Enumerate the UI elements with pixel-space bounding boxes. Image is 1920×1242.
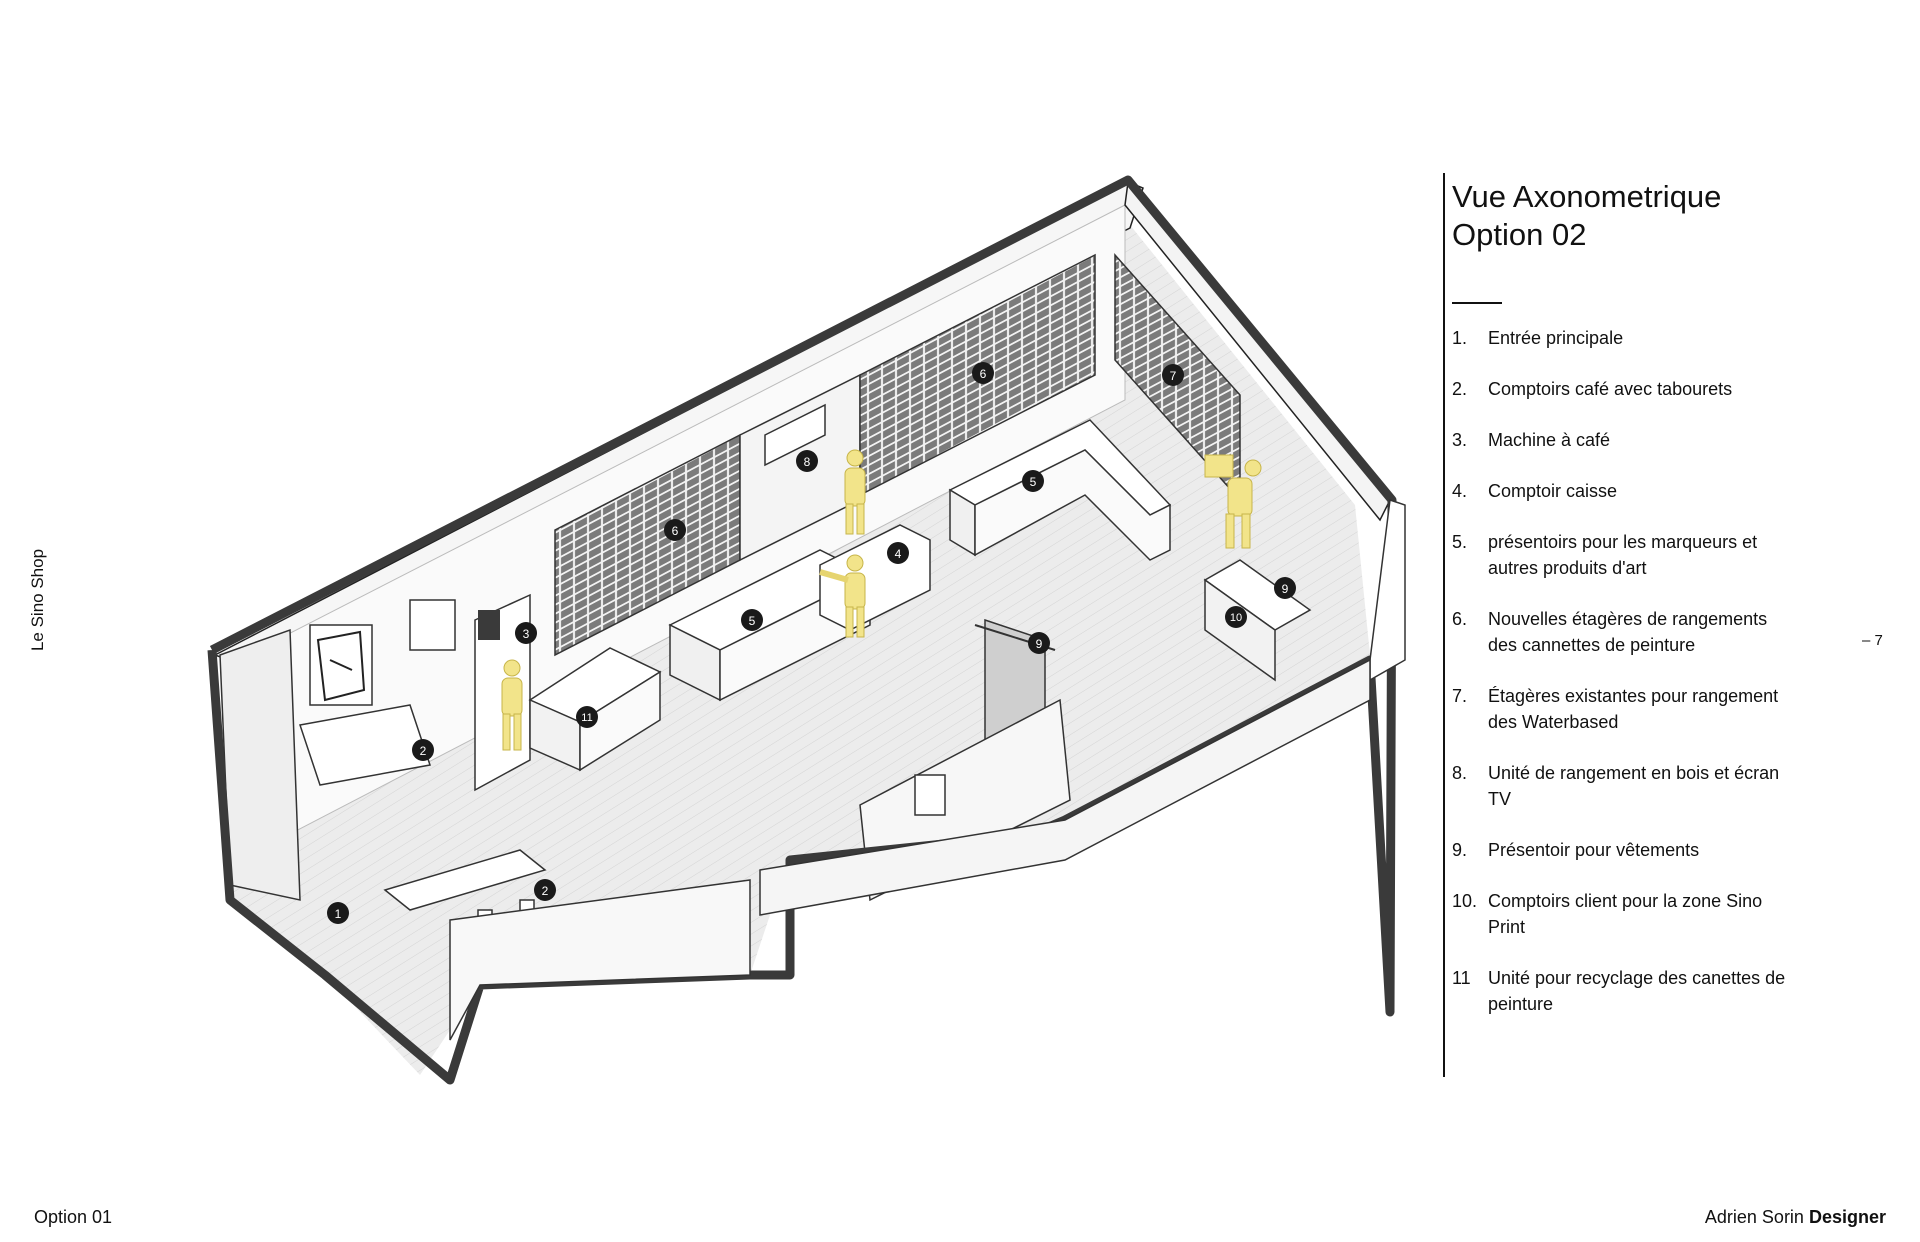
wall-cabinet bbox=[409, 599, 456, 651]
footer-option: Option 01 bbox=[34, 1207, 113, 1227]
figure-carrying-box bbox=[1204, 454, 1262, 549]
marker: 3 bbox=[515, 622, 537, 644]
legend-item: 1.Entrée principale bbox=[1452, 328, 1624, 348]
coffee-machine bbox=[478, 610, 500, 640]
legend-item: 2.Comptoirs café avec tabourets bbox=[1452, 379, 1733, 399]
svg-text:6: 6 bbox=[672, 524, 679, 538]
legend-item: 9.Présentoir pour vêtements bbox=[1452, 840, 1700, 860]
marker: 5 bbox=[741, 609, 763, 631]
legend-item: 6.Nouvelles étagères de rangements des c… bbox=[1452, 609, 1768, 655]
legend-item: 4.Comptoir caisse bbox=[1452, 481, 1618, 501]
svg-text:6: 6 bbox=[980, 367, 987, 381]
outer-wall-front bbox=[759, 658, 1371, 916]
legend-item: 7.Étagères existantes pour rangement des… bbox=[1452, 686, 1779, 732]
svg-text:11: 11 bbox=[581, 712, 592, 724]
figure-staff bbox=[844, 449, 866, 535]
svg-text:2: 2 bbox=[420, 744, 427, 758]
page-number: – 7 bbox=[1862, 632, 1883, 649]
svg-text:9: 9 bbox=[1282, 582, 1289, 596]
page-title: Vue Axonometrique Option 02 bbox=[1452, 178, 1721, 254]
svg-text:3: 3 bbox=[523, 627, 530, 641]
title-underline bbox=[1452, 302, 1502, 304]
marker: 5 bbox=[1022, 470, 1044, 492]
marker: 1 bbox=[327, 902, 349, 924]
author-role: Designer bbox=[1808, 1207, 1886, 1227]
legend-item: 10.Comptoirs client pour la zone Sino Pr… bbox=[1452, 891, 1763, 937]
outer-wall-right bbox=[1369, 498, 1406, 682]
figure-customer-pointing bbox=[819, 554, 866, 638]
svg-text:7: 7 bbox=[1170, 369, 1177, 383]
title-line-1: Vue Axonometrique bbox=[1452, 179, 1722, 214]
sink bbox=[914, 774, 946, 816]
svg-text:8: 8 bbox=[804, 455, 811, 469]
marker: 9 bbox=[1274, 577, 1296, 599]
svg-text:4: 4 bbox=[895, 547, 902, 561]
marker: 4 bbox=[887, 542, 909, 564]
entrance-frame bbox=[219, 628, 301, 901]
coffee-bar-lower bbox=[383, 849, 547, 911]
author-name: Adrien Sorin bbox=[1704, 1207, 1804, 1227]
title-line-2: Option 02 bbox=[1452, 217, 1587, 252]
marker: 6 bbox=[664, 519, 686, 541]
marker: 8 bbox=[796, 450, 818, 472]
svg-text:5: 5 bbox=[749, 614, 756, 628]
legend-item: 3.Machine à café bbox=[1452, 430, 1611, 450]
axonometric-drawing: 1 2 2 3 4 5 5 6 6 7 8 9 9 10 11 bbox=[207, 175, 1406, 1085]
svg-text:9: 9 bbox=[1036, 637, 1043, 651]
legend-item: 8.Unité de rangement en bois et écran TV bbox=[1452, 763, 1780, 809]
svg-text:10: 10 bbox=[1230, 612, 1242, 624]
project-label: Le Sino Shop bbox=[28, 548, 47, 652]
marker: 7 bbox=[1162, 364, 1184, 386]
client-counter-front bbox=[1204, 578, 1276, 682]
marker: 11 bbox=[576, 706, 598, 728]
footer-credit: Adrien Sorin Designer bbox=[1705, 1207, 1886, 1228]
recycling-unit-side bbox=[579, 670, 661, 772]
outer-wall-front-left bbox=[449, 879, 751, 1041]
tv-screen bbox=[764, 403, 826, 467]
svg-text:1: 1 bbox=[335, 907, 342, 921]
svg-text:5: 5 bbox=[1030, 475, 1037, 489]
outer-wall bbox=[207, 175, 1397, 1085]
svg-text:2: 2 bbox=[542, 884, 549, 898]
legend-item: 5.présentoirs pour les marqueurs et autr… bbox=[1452, 532, 1758, 578]
legend-divider bbox=[1443, 173, 1445, 1077]
marker: 10 bbox=[1225, 606, 1247, 628]
display-right-side bbox=[974, 449, 1171, 561]
marker: 2 bbox=[412, 739, 434, 761]
marker: 6 bbox=[972, 362, 994, 384]
marker: 2 bbox=[534, 879, 556, 901]
wall-art-lines bbox=[316, 630, 366, 702]
marker: 9 bbox=[1028, 632, 1050, 654]
coffee-bar-top bbox=[299, 704, 431, 786]
figure-barista bbox=[501, 659, 523, 751]
legend-list: 1.Entrée principale 2.Comptoirs café ave… bbox=[1452, 325, 1842, 1042]
